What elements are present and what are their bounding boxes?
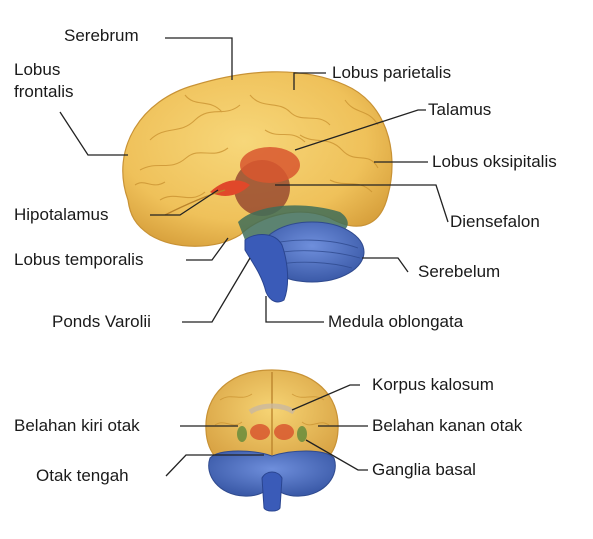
label-belahan-kiri-otak: Belahan kiri otak	[14, 416, 140, 435]
label-ganglia-basal: Ganglia basal	[372, 460, 476, 479]
label-ponds-varolii: Ponds Varolii	[52, 312, 151, 331]
label-medula-oblongata: Medula oblongata	[328, 312, 464, 331]
side-brain	[122, 71, 393, 303]
leader-lines	[59, 37, 449, 477]
label-lobus-oksipitalis: Lobus oksipitalis	[432, 152, 557, 171]
label-serebrum: Serebrum	[64, 26, 139, 45]
label-lobus-frontalis-line1: Lobus	[14, 60, 61, 79]
label-lobus-parietalis: Lobus parietalis	[332, 63, 452, 82]
brainstem-shape	[244, 234, 289, 303]
label-lobus-temporalis: Lobus temporalis	[14, 250, 144, 269]
label-diensefalon: Diensefalon	[450, 212, 540, 231]
front-brain	[205, 369, 339, 512]
label-belahan-kanan-otak: Belahan kanan otak	[372, 416, 523, 435]
label-lobus-frontalis-line2: frontalis	[14, 82, 74, 101]
label-talamus: Talamus	[428, 100, 492, 119]
label-korpus-kalosum: Korpus kalosum	[372, 375, 494, 394]
label-otak-tengah: Otak tengah	[36, 466, 129, 485]
label-serebelum: Serebelum	[418, 262, 501, 281]
label-hipotalamus: Hipotalamus	[14, 205, 109, 224]
thalamus-shape	[240, 147, 300, 183]
